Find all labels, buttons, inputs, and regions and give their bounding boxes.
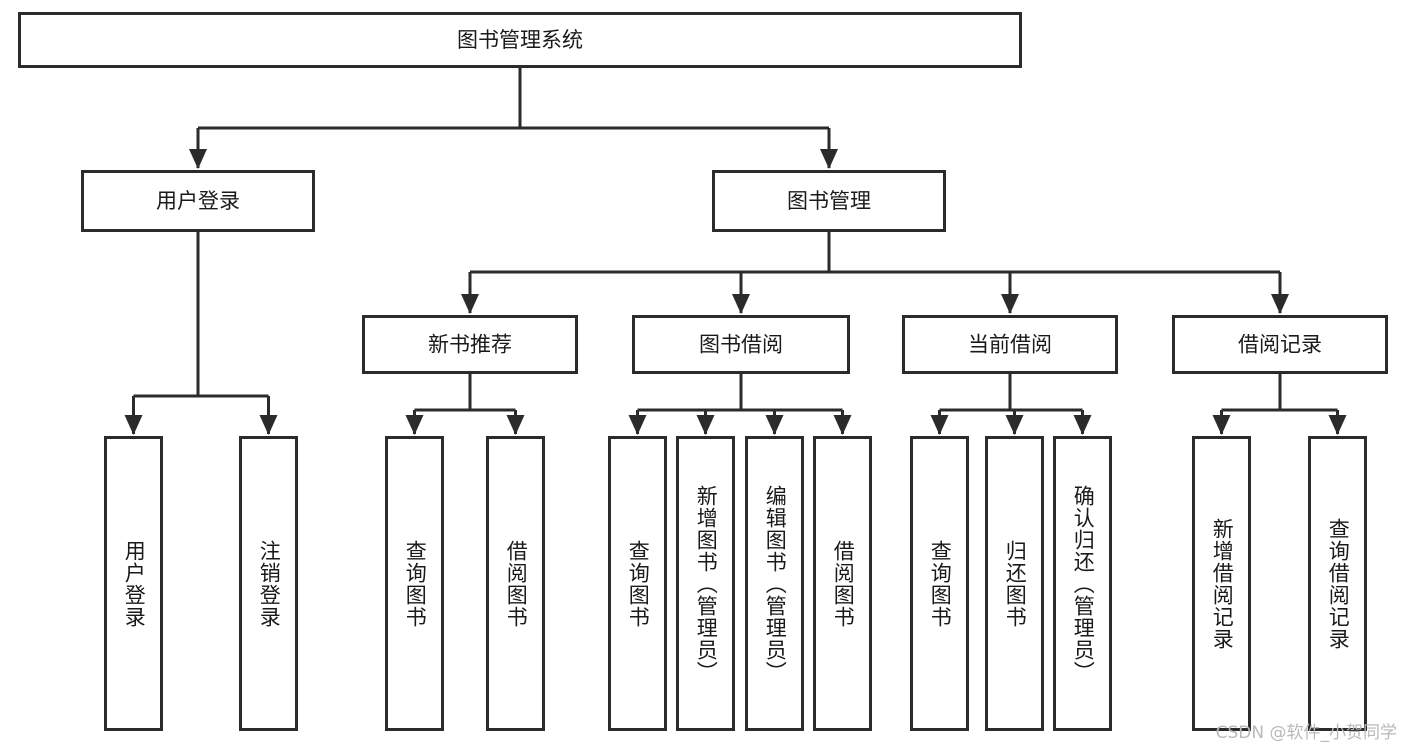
node-box-new-book-recommend[interactable]	[362, 315, 578, 374]
node-box-leaf-query-book-recommend[interactable]	[385, 436, 444, 731]
node-box-current-borrow[interactable]	[902, 315, 1118, 374]
node-label-leaf-user-login: 用户登录	[122, 539, 147, 628]
arrow-head-current-borrow	[1001, 294, 1019, 314]
node-label-leaf-query-borrow-record: 查询借阅记录	[1326, 517, 1351, 650]
arrow-head-user-login	[189, 149, 207, 169]
arrow-head-leaf-query-borrow-record	[1328, 415, 1347, 435]
arrow-head-leaf-logout	[259, 415, 278, 435]
arrow-head-leaf-add-borrow-record	[1212, 415, 1231, 435]
node-box-leaf-query-book-current[interactable]	[910, 436, 969, 731]
arrow-head-leaf-query-book-current	[930, 415, 949, 435]
node-box-leaf-confirm-return[interactable]	[1053, 436, 1112, 731]
node-label-leaf-query-book-recommend: 查询图书	[403, 539, 428, 628]
arrow-head-leaf-add-book	[696, 415, 715, 435]
node-label-leaf-borrow-book-recommend: 借阅图书	[504, 539, 529, 628]
arrow-head-book-borrow	[732, 294, 750, 314]
node-label-leaf-confirm-return: 确认归还（管理员）	[1071, 484, 1096, 683]
node-label-leaf-return-book: 归还图书	[1003, 539, 1028, 628]
node-label-user-login: 用户登录	[156, 189, 240, 213]
arrow-head-leaf-borrow-book	[833, 415, 852, 435]
arrow-head-leaf-query-book-borrow	[628, 415, 647, 435]
node-box-leaf-logout[interactable]	[239, 436, 298, 731]
node-box-book-management[interactable]	[712, 170, 946, 232]
node-box-leaf-user-login[interactable]	[104, 436, 163, 731]
arrow-head-leaf-query-book-recommend	[405, 415, 424, 435]
arrow-head-leaf-borrow-book-recommend	[506, 415, 525, 435]
arrow-head-leaf-user-login	[124, 415, 143, 435]
node-box-leaf-query-borrow-record[interactable]	[1308, 436, 1367, 731]
connector-layer	[124, 68, 1347, 435]
node-label-book-borrow: 图书借阅	[699, 333, 783, 357]
node-label-new-book-recommend: 新书推荐	[428, 333, 512, 357]
node-label-borrow-record: 借阅记录	[1238, 333, 1322, 357]
arrow-head-borrow-record	[1271, 294, 1289, 314]
node-box-root[interactable]	[18, 12, 1022, 68]
arrow-head-new-book-recommend	[461, 294, 479, 314]
node-label-leaf-query-book-current: 查询图书	[928, 539, 953, 628]
node-label-leaf-borrow-book: 借阅图书	[831, 539, 856, 628]
node-box-leaf-return-book[interactable]	[985, 436, 1044, 731]
node-box-leaf-query-book-borrow[interactable]	[608, 436, 667, 731]
arrow-head-leaf-confirm-return	[1073, 415, 1092, 435]
node-label-leaf-edit-book: 编辑图书（管理员）	[763, 484, 788, 683]
node-box-borrow-record[interactable]	[1172, 315, 1388, 374]
node-box-leaf-edit-book[interactable]	[745, 436, 804, 731]
node-box-leaf-borrow-book-recommend[interactable]	[486, 436, 545, 731]
node-label-book-management: 图书管理	[787, 189, 871, 213]
node-box-book-borrow[interactable]	[632, 315, 850, 374]
arrow-head-leaf-return-book	[1005, 415, 1024, 435]
node-label-leaf-add-book: 新增图书（管理员）	[694, 484, 719, 683]
node-label-leaf-query-book-borrow: 查询图书	[626, 539, 651, 628]
node-box-layer	[18, 12, 1388, 731]
node-box-leaf-add-borrow-record[interactable]	[1192, 436, 1251, 731]
watermark-text: CSDN @软件_小贺同学	[1215, 723, 1397, 743]
arrow-head-leaf-edit-book	[765, 415, 784, 435]
node-label-current-borrow: 当前借阅	[968, 333, 1052, 357]
node-label-leaf-logout: 注销登录	[257, 539, 282, 628]
node-box-leaf-add-book[interactable]	[676, 436, 735, 731]
node-label-root: 图书管理系统	[457, 28, 583, 52]
node-box-user-login[interactable]	[81, 170, 315, 232]
node-label-leaf-add-borrow-record: 新增借阅记录	[1210, 517, 1235, 650]
arrow-head-book-management	[820, 149, 838, 169]
node-box-leaf-borrow-book[interactable]	[813, 436, 872, 731]
